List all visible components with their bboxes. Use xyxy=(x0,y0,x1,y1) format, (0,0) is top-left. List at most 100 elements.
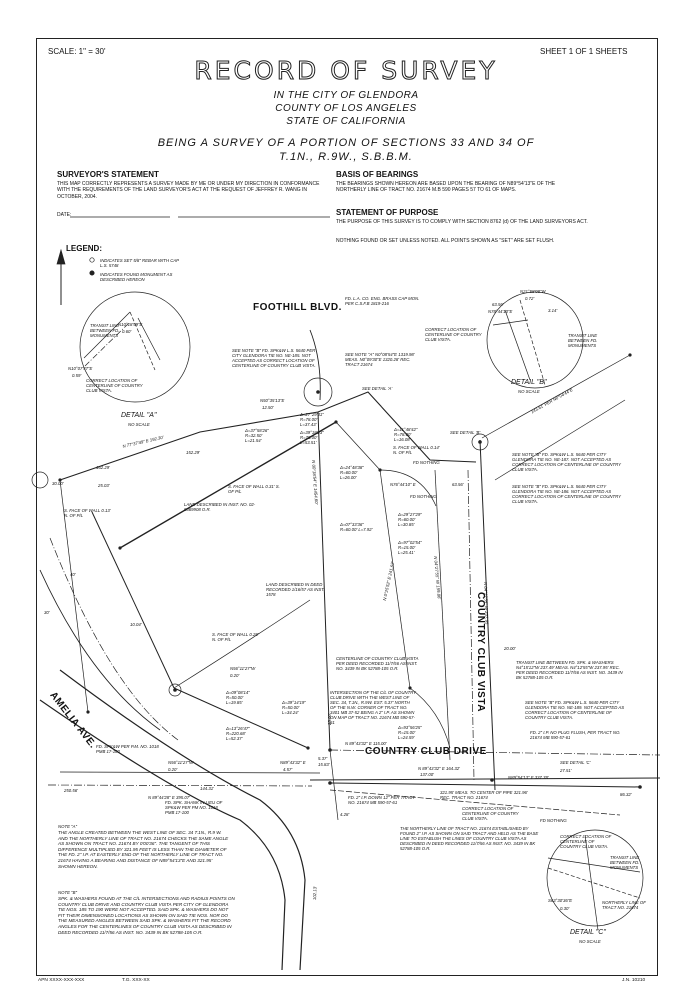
state-line: STATE OF CALIFORNIA xyxy=(286,116,406,127)
detail-a-circle xyxy=(79,291,191,403)
callout-n50: N50°35'13"E xyxy=(260,398,285,403)
dim-n56-2: N56°11'27"W xyxy=(168,760,194,765)
detail-a-dist-1: 0.60' xyxy=(122,329,132,334)
callout-fd-nothing-2: FD NOTHING xyxy=(410,494,437,499)
dim-5-37: 5.37' xyxy=(318,756,328,761)
callout-see-note-b-4: SEE NOTE "B" FD. SPK&W L.S. 5640 PER CIT… xyxy=(525,700,625,720)
note-a-text: THE ANGLE CREATED BETWEEN THE WEST LINE … xyxy=(58,830,229,869)
dim-162-29: 162.29' xyxy=(96,465,110,470)
detail-c-noscale: NO SCALE xyxy=(579,939,601,944)
sheet-border xyxy=(36,38,658,976)
callout-fd-2ip: FD. 2" I.P. NO PLUG FLUSH, PER TRACT NO.… xyxy=(530,730,621,740)
callout-fd-2ip-down: FD. 2" I.P. DOWN 12" PER TRACT NO. 21674… xyxy=(348,795,415,805)
scale-label: SCALE: 1" = 30' xyxy=(48,47,106,56)
callout-see-detail-b: SEE DETAIL 'B' xyxy=(450,430,481,435)
dim-n89-115: N 89°43'32" E 115.00' xyxy=(345,741,387,746)
dim-curve-8: Δ=97°02'54" R=15.00' L=25.41' xyxy=(398,540,422,555)
detail-c-dist: 0.30' xyxy=(560,906,570,911)
callout-see-detail-c: SEE DETAIL 'C' xyxy=(560,760,591,765)
page-title: RECORD OF SURVEY xyxy=(194,56,498,86)
callout-face-wall-3: S. FACE OF WALL 0.13' N. OF P/L xyxy=(64,508,111,518)
note-b-title: NOTE "B" xyxy=(58,890,78,895)
dim-86-32: 86.32' xyxy=(620,792,632,797)
dim-n89-395: N 89°44'28" E 395.07' xyxy=(148,795,190,800)
callout-land-1: LAND DESCRIBED IN INST. NO. 02-0369908 O… xyxy=(184,502,256,512)
legend-found-monument: INDICATES FOUND MONUMENT AS DESCRIBED HE… xyxy=(100,272,173,282)
detail-b-dist-1: 0.72' xyxy=(525,296,535,301)
detail-b-transit: TRANSIT LINE BETWEEN FD. MONUMENTS xyxy=(568,333,598,348)
dim-30-00: 30.00' xyxy=(52,481,64,486)
dim-25-03: 25.03' xyxy=(98,483,110,488)
dim-curve-3: Δ=39°18'23" R=78.00' L=53.51' xyxy=(300,430,324,445)
detail-c-bearing: S63°30'36"E xyxy=(548,898,573,903)
bearings-heading: BASIS OF BEARINGS xyxy=(336,170,419,179)
callout-fd-spk-pm: FD. SPK&W PER P.M. NO. 1018 PMB 17-100 xyxy=(96,744,159,754)
street-country-club-drive: COUNTRY CLUB DRIVE xyxy=(365,746,487,757)
detail-c-circle xyxy=(546,829,644,927)
callout-correct-loc: CORRECT LOCATION OF CENTERLINE OF COUNTR… xyxy=(462,806,519,821)
callout-see-detail-a: SEE DETAIL 'A' xyxy=(362,386,393,391)
dim-63-56: 63.56' xyxy=(452,482,464,487)
callout-fd-la-co: FD. L.A. CO. ENG. BRASS CAP MON. PER C.S… xyxy=(345,296,420,306)
footer-apn: APN XXXX-XXX-XXX xyxy=(38,978,85,983)
dim-15-83: 15.83' xyxy=(318,762,330,767)
dim-curve-1: Δ=27°29'41" R=78.00' L=37.43' xyxy=(300,412,324,427)
detail-b-bearing-1: N21°58'08"W xyxy=(520,289,546,294)
dim-137-00: 137.00' xyxy=(420,772,434,777)
dim-n89-457: N89°43'32" E xyxy=(280,760,306,765)
bearings-text: THE BEARINGS SHOWN HEREON ARE BASED UPON… xyxy=(336,181,556,194)
detail-b-circle xyxy=(486,291,584,389)
detail-a-noscale: NO SCALE xyxy=(128,422,150,427)
detail-b-noscale: NO SCALE xyxy=(518,389,540,394)
detail-b-bearing-2: N78°44'10"E xyxy=(488,309,513,314)
purpose-text: THE PURPOSE OF THIS SURVEY IS TO COMPLY … xyxy=(336,219,588,225)
callout-face-wall-4: S. FACE OF WALL 0.28' N. OF P/L xyxy=(212,632,259,642)
callout-see-note-b-1: SEE NOTE "B" FD. SPK&W L.S. 5640 PER CIT… xyxy=(232,348,316,368)
detail-a-correct: CORRECT LOCATION OF CENTERLINE OF COUNTR… xyxy=(86,378,143,393)
dim-250-56: 250.56' xyxy=(64,788,78,793)
callout-fd-nothing-3: FD NOTHING xyxy=(540,818,567,823)
detail-c-transit: TRANSIT LINE BETWEEN FD. MONUMENTS xyxy=(610,855,640,870)
callout-fd-nothing-1: FD NOTHING xyxy=(413,460,440,465)
dim-n56-1: N56°11'27"W xyxy=(230,666,256,671)
dim-4-28: 4.28' xyxy=(340,812,350,817)
surveyor-heading: SURVEYOR'S STATEMENT xyxy=(57,170,159,179)
note-b-text: SPK. & WASHERS FOUND AT THE C/L INTERSEC… xyxy=(58,896,235,935)
date-label: DATE: xyxy=(57,212,72,218)
callout-transit-line: TRANSIT LINE BETWEEN FD. SPK. & WASHERS … xyxy=(516,660,623,680)
dim-4-57: 4.57' xyxy=(283,767,293,772)
dim-curve-6: Δ=07°33'36" R=60.00' L=7.92' xyxy=(340,522,373,532)
dim-curve-4: Δ=11°48'42" R=78.00' L=16.08' xyxy=(394,427,418,442)
detail-a-transit: TRANSIT LINE BETWEEN FD. MONUMENTS xyxy=(90,323,120,338)
detail-b-dist-3: 3.14' xyxy=(548,308,558,313)
callout-land-2: LAND DESCRIBED IN DEED RECORDED 1/16/57 … xyxy=(266,582,325,597)
subtitle-line-2: T.1N., R.9W., S.B.B.M. xyxy=(279,151,413,163)
detail-b-title: DETAIL "B" xyxy=(511,379,547,386)
detail-c-correct: CORRECT LOCATION OF CENTERLINE OF COUNTR… xyxy=(560,834,612,849)
callout-see-note-b-2: SEE NOTE "B" FD. SPK&W L.S. 5640 PER CIT… xyxy=(512,452,621,472)
dim-curve-2: Δ=37°58'26" R=32.50' L=21.54' xyxy=(245,428,269,443)
dim-curve-5: Δ=24°48'38" R=60.00' L=26.00' xyxy=(340,465,364,480)
callout-cl-ccv: CENTERLINE OF COUNTRY CLUB VISTA PER DEE… xyxy=(336,656,419,671)
detail-b-dist-2: 63.56' xyxy=(492,302,504,307)
dim-144-31: 144.31' xyxy=(200,786,214,791)
dim-27-51: 27.51' xyxy=(560,768,572,773)
surveyor-text: THIS MAP CORRECTLY REPRESENTS A SURVEY M… xyxy=(57,181,320,200)
dim-40: 40' xyxy=(70,572,76,577)
detail-b-correct: CORRECT LOCATION OF CENTERLINE OF COUNTR… xyxy=(425,327,482,342)
callout-see-note-b-3: SEE NOTE "B" FD. SPK&W L.S. 5640 PER CIT… xyxy=(512,484,621,504)
purpose-note: NOTHING FOUND OR SET UNLESS NOTED. ALL P… xyxy=(336,238,555,244)
dim-102-13: 102.13' xyxy=(312,886,318,901)
subtitle-line-1: BEING A SURVEY OF A PORTION OF SECTIONS … xyxy=(157,137,535,149)
dim-n89-337: N89°54'13" E 337.78' xyxy=(508,775,549,780)
dim-20-00: 20.00' xyxy=(504,646,516,651)
dim-10-04: 10.04' xyxy=(130,622,142,627)
dim-n76: N76°44'10" E xyxy=(390,482,416,487)
dim-0-20-a: 0.20' xyxy=(230,673,240,678)
city-line: IN THE CITY OF GLENDORA xyxy=(273,90,419,101)
detail-a-dist-2: 0.59' xyxy=(72,373,82,378)
legend-set-rebar: INDICATES SET 5/8" REBAR WITH CAP L.S. 5… xyxy=(100,258,179,268)
callout-fd-spk-shank: FD. SPK. SHANK IN LIEU OF SPK&W PER PM N… xyxy=(165,800,223,815)
footer-jn: J.N. 10210 xyxy=(622,978,646,983)
dim-30: 30' xyxy=(44,610,50,615)
